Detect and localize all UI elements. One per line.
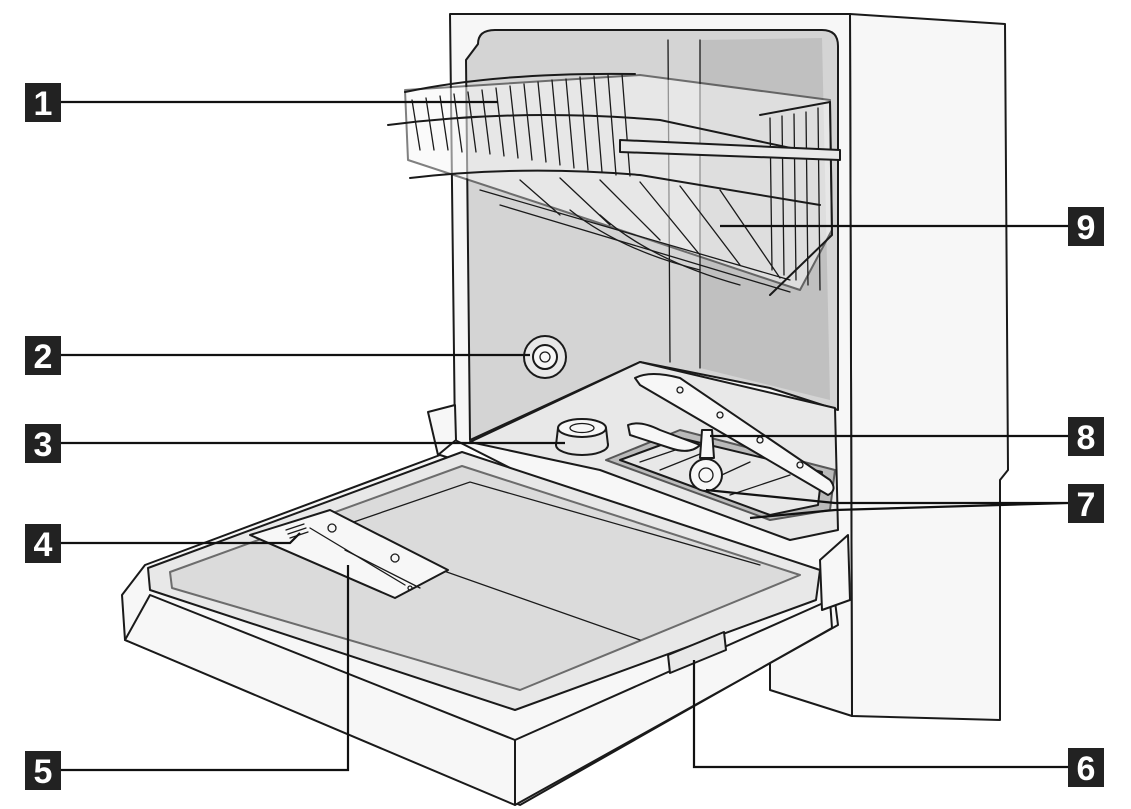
callout-label-5: 5	[34, 753, 53, 791]
callout-9: 9	[1068, 207, 1104, 247]
callout-7: 7	[1068, 484, 1104, 524]
callout-label-1: 1	[34, 85, 53, 123]
salt-container-cap	[555, 418, 609, 456]
leader-line-5	[60, 565, 350, 772]
lower-spray-arm	[627, 373, 835, 496]
leader-lines	[60, 100, 1069, 772]
side-nozzle	[523, 335, 567, 379]
dishwasher-door	[121, 404, 851, 806]
callout-1: 1	[25, 83, 61, 123]
callout-4: 4	[25, 524, 61, 564]
upper-rack	[387, 72, 841, 296]
callout-label-2: 2	[34, 338, 53, 376]
callout-3: 3	[25, 424, 61, 464]
callout-label-3: 3	[34, 426, 53, 464]
callout-2: 2	[25, 336, 61, 376]
callout-label-9: 9	[1077, 209, 1096, 247]
callout-8: 8	[1068, 417, 1104, 457]
callout-6: 6	[1068, 748, 1104, 788]
callout-label-8: 8	[1077, 419, 1096, 457]
leader-line-4	[60, 532, 301, 545]
callout-label-4: 4	[34, 526, 53, 564]
callout-5: 5	[25, 751, 61, 791]
leader-line-6	[692, 660, 1068, 769]
leader-line-7	[705, 488, 1069, 520]
callout-label-6: 6	[1077, 750, 1096, 788]
callout-label-7: 7	[1077, 486, 1096, 524]
